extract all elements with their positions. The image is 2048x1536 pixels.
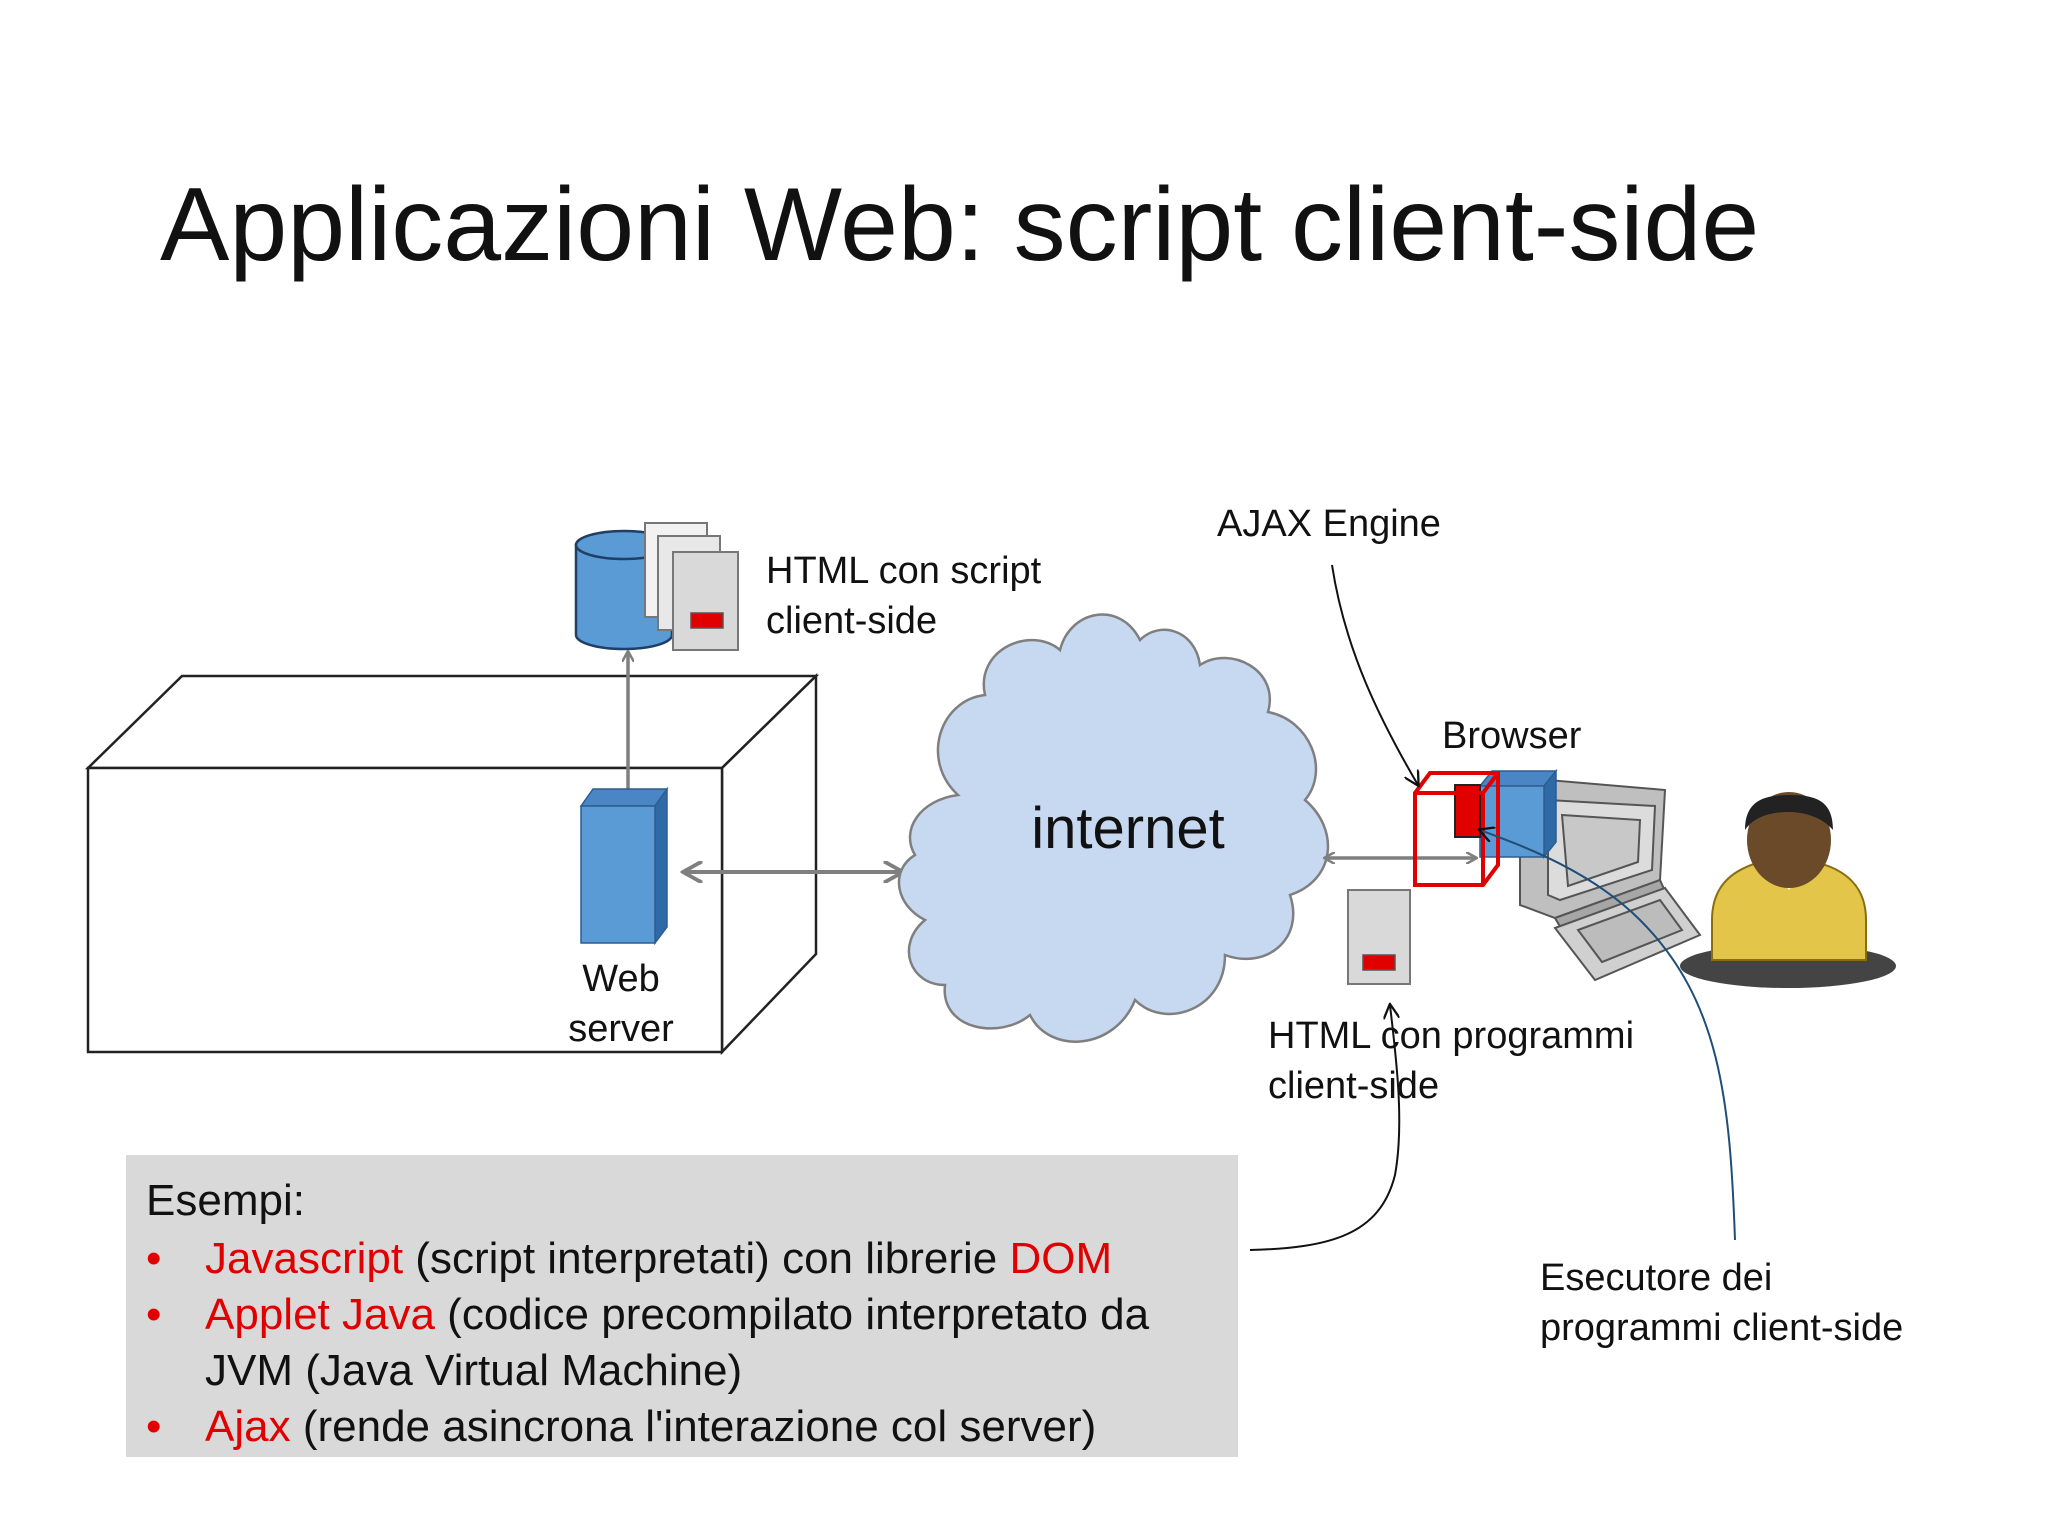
html-programs-label-line2: client-side [1268,1065,1439,1107]
example-text: (script interpretati) con librerie [403,1234,1010,1283]
document-stack-icon [644,522,739,651]
example-keyword: DOM [1009,1234,1113,1283]
ajax-engine-icon [1413,768,1558,887]
cloud-icon [897,613,1330,1043]
executor-label-line1: Esecutore dei [1540,1257,1772,1299]
example-item: • Javascript (script interpretati) con l… [146,1231,1218,1287]
bullet: • [146,1234,162,1283]
example-keyword: Javascript [205,1234,404,1283]
document-icon [1347,889,1411,985]
browser-label: Browser [1442,715,1582,757]
example-to-document-leader [1249,1005,1401,1251]
html-programs-label-line1: HTML con programmi [1268,1015,1634,1057]
example-item: • Ajax (rende asincrona l'interazione co… [146,1399,1218,1455]
example-text: (codice precompilato interpretato da JVM… [205,1290,1150,1395]
example-item: • Applet Java (codice precompilato inter… [146,1287,1218,1399]
example-keyword: Ajax [205,1402,291,1451]
web-server-label-line1: Web [582,958,659,1000]
ajax-engine-label: AJAX Engine [1217,503,1441,545]
executor-label-line2: programmi client-side [1540,1307,1903,1349]
bullet: • [146,1290,162,1339]
executor-leader [1480,830,1736,1241]
ajax-engine-leader [1331,564,1418,785]
html-script-label-line1: HTML con script [766,550,1042,592]
bullet: • [146,1402,162,1451]
html-script-label-line2: client-side [766,600,937,642]
examples-box: Esempi: • Javascript (script interpretat… [126,1155,1238,1457]
server-icon [579,786,669,946]
example-text: (rende asincrona l'interazione col serve… [290,1402,1097,1451]
web-server-label-line2: server [568,1008,674,1050]
examples-heading: Esempi: [146,1176,305,1225]
examples-list: • Javascript (script interpretati) con l… [146,1231,1218,1455]
slide-title: Applicazioni Web: script client-side [160,167,1760,283]
example-keyword: Applet Java [205,1290,435,1339]
datacenter-box [84,673,820,1056]
internet-label: internet [1031,796,1224,861]
user-icon [1680,792,1896,988]
